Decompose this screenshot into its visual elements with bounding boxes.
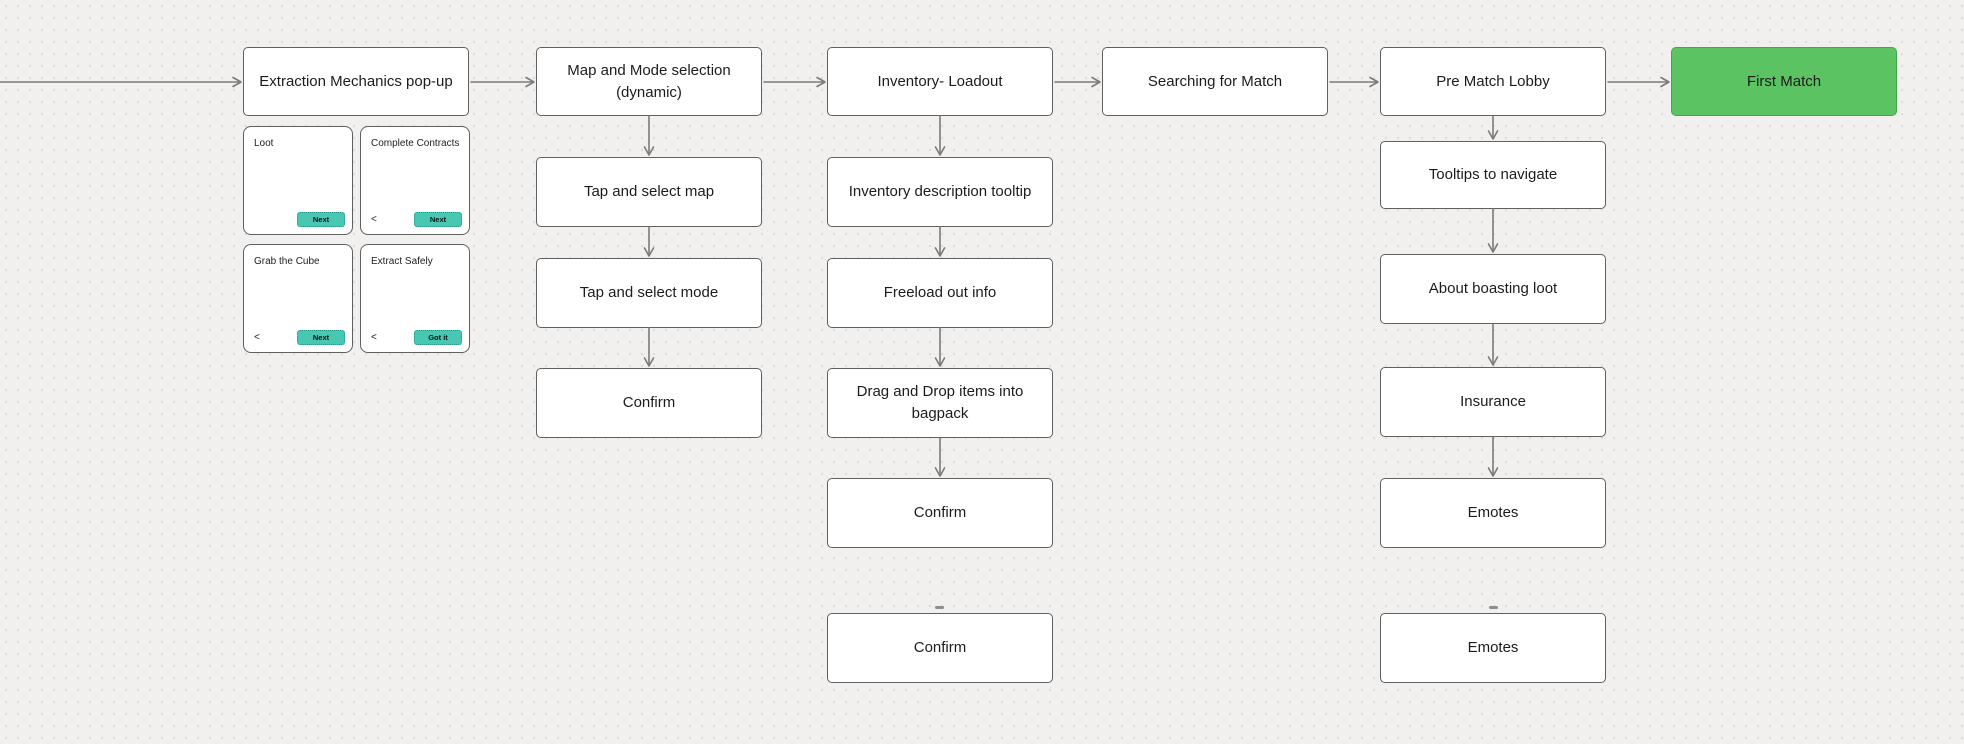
arrow-lobby-to-tooltips[interactable] — [1486, 115, 1500, 141]
node-label: Confirm — [913, 504, 967, 522]
card-footer: < Next — [371, 212, 462, 227]
node-label: Extraction Mechanics pop-up — [259, 72, 453, 90]
card-title: Extract Safely — [371, 256, 433, 267]
node-searching-for-match[interactable]: Searching for Match — [1102, 47, 1328, 116]
card-title: Loot — [254, 138, 274, 149]
node-label: First Match — [1746, 72, 1822, 90]
got-it-button[interactable]: Got it — [414, 330, 462, 345]
node-label: Freeload out info — [883, 284, 997, 302]
card-title: Grab the Cube — [254, 256, 320, 267]
node-label: About boasting loot — [1428, 280, 1558, 298]
node-map-mode-selection[interactable]: Map and Mode selection (dynamic) — [536, 47, 762, 116]
node-label: Tap and select mode — [579, 284, 719, 302]
back-chevron[interactable]: < — [371, 332, 377, 343]
node-label: Inventory description tooltip — [848, 183, 1032, 201]
node-map-mode-confirm[interactable]: Confirm — [536, 368, 762, 438]
node-label: Drag and Drop items into bagpack — [856, 383, 1024, 422]
arrow-tooltip-to-freeload[interactable] — [933, 226, 947, 258]
node-label: Tap and select map — [583, 183, 715, 201]
node-label: Emotes — [1467, 504, 1519, 522]
arrow-mapmode-to-selectmap[interactable] — [642, 115, 656, 157]
arrow-selectmap-to-selectmode[interactable] — [642, 226, 656, 258]
next-button[interactable]: Next — [297, 330, 345, 345]
node-tooltips-to-navigate[interactable]: Tooltips to navigate — [1380, 141, 1606, 209]
card-grab-the-cube[interactable]: Grab the Cube < Next — [243, 244, 353, 353]
node-freeload-out-info[interactable]: Freeload out info — [827, 258, 1053, 328]
card-footer: < Got it — [371, 330, 462, 345]
connector-stub — [1489, 606, 1498, 609]
node-label: Confirm — [913, 639, 967, 657]
node-drag-drop-bagpack[interactable]: Drag and Drop items into bagpack — [827, 368, 1053, 438]
node-label: Inventory- Loadout — [877, 72, 1003, 90]
arrow-inventory-to-searching[interactable] — [1054, 75, 1102, 89]
arrow-extraction-to-mapmode[interactable] — [470, 75, 536, 89]
card-title: Complete Contracts — [371, 138, 460, 149]
arrow-mapmode-to-inventory[interactable] — [763, 75, 827, 89]
node-about-boasting-loot[interactable]: About boasting loot — [1380, 254, 1606, 324]
node-tap-select-mode[interactable]: Tap and select mode — [536, 258, 762, 328]
node-tap-select-map[interactable]: Tap and select map — [536, 157, 762, 227]
node-inventory-confirm-detached[interactable]: Confirm — [827, 613, 1053, 683]
next-button[interactable]: Next — [297, 212, 345, 227]
arrow-dragdrop-to-confirm[interactable] — [933, 437, 947, 478]
card-loot[interactable]: Loot Next — [243, 126, 353, 235]
arrow-searching-to-lobby[interactable] — [1329, 75, 1380, 89]
node-inventory-loadout[interactable]: Inventory- Loadout — [827, 47, 1053, 116]
next-button[interactable]: Next — [414, 212, 462, 227]
card-complete-contracts[interactable]: Complete Contracts < Next — [360, 126, 470, 235]
connector-stub — [935, 606, 944, 609]
card-footer: < Next — [254, 330, 345, 345]
node-pre-match-lobby[interactable]: Pre Match Lobby — [1380, 47, 1606, 116]
node-label: Map and Mode selection (dynamic) — [567, 61, 731, 101]
node-inventory-description-tooltip[interactable]: Inventory description tooltip — [827, 157, 1053, 227]
node-label: Tooltips to navigate — [1428, 166, 1558, 184]
node-label: Confirm — [622, 394, 676, 412]
card-footer: Next — [254, 212, 345, 227]
back-chevron[interactable]: < — [371, 214, 377, 225]
node-insurance[interactable]: Insurance — [1380, 367, 1606, 437]
node-inventory-confirm[interactable]: Confirm — [827, 478, 1053, 548]
arrow-selectmode-to-confirm[interactable] — [642, 327, 656, 368]
node-label: Pre Match Lobby — [1436, 72, 1550, 90]
arrow-inventory-to-tooltip[interactable] — [933, 115, 947, 157]
node-label: Searching for Match — [1147, 72, 1283, 90]
arrow-insurance-to-emotes[interactable] — [1486, 436, 1500, 478]
node-first-match[interactable]: First Match — [1671, 47, 1897, 116]
node-extraction-mechanics-popup[interactable]: Extraction Mechanics pop-up — [243, 47, 469, 116]
arrow-entry-to-extraction[interactable] — [0, 75, 243, 89]
arrow-tooltips-to-boasting[interactable] — [1486, 208, 1500, 254]
node-label: Insurance — [1460, 393, 1526, 411]
node-label: Emotes — [1467, 639, 1519, 657]
back-chevron[interactable]: < — [254, 332, 260, 343]
node-emotes[interactable]: Emotes — [1380, 478, 1606, 548]
card-extract-safely[interactable]: Extract Safely < Got it — [360, 244, 470, 353]
arrow-lobby-to-firstmatch[interactable] — [1607, 75, 1671, 89]
node-emotes-detached[interactable]: Emotes — [1380, 613, 1606, 683]
arrow-boasting-to-insurance[interactable] — [1486, 323, 1500, 367]
arrow-freeload-to-dragdrop[interactable] — [933, 327, 947, 368]
